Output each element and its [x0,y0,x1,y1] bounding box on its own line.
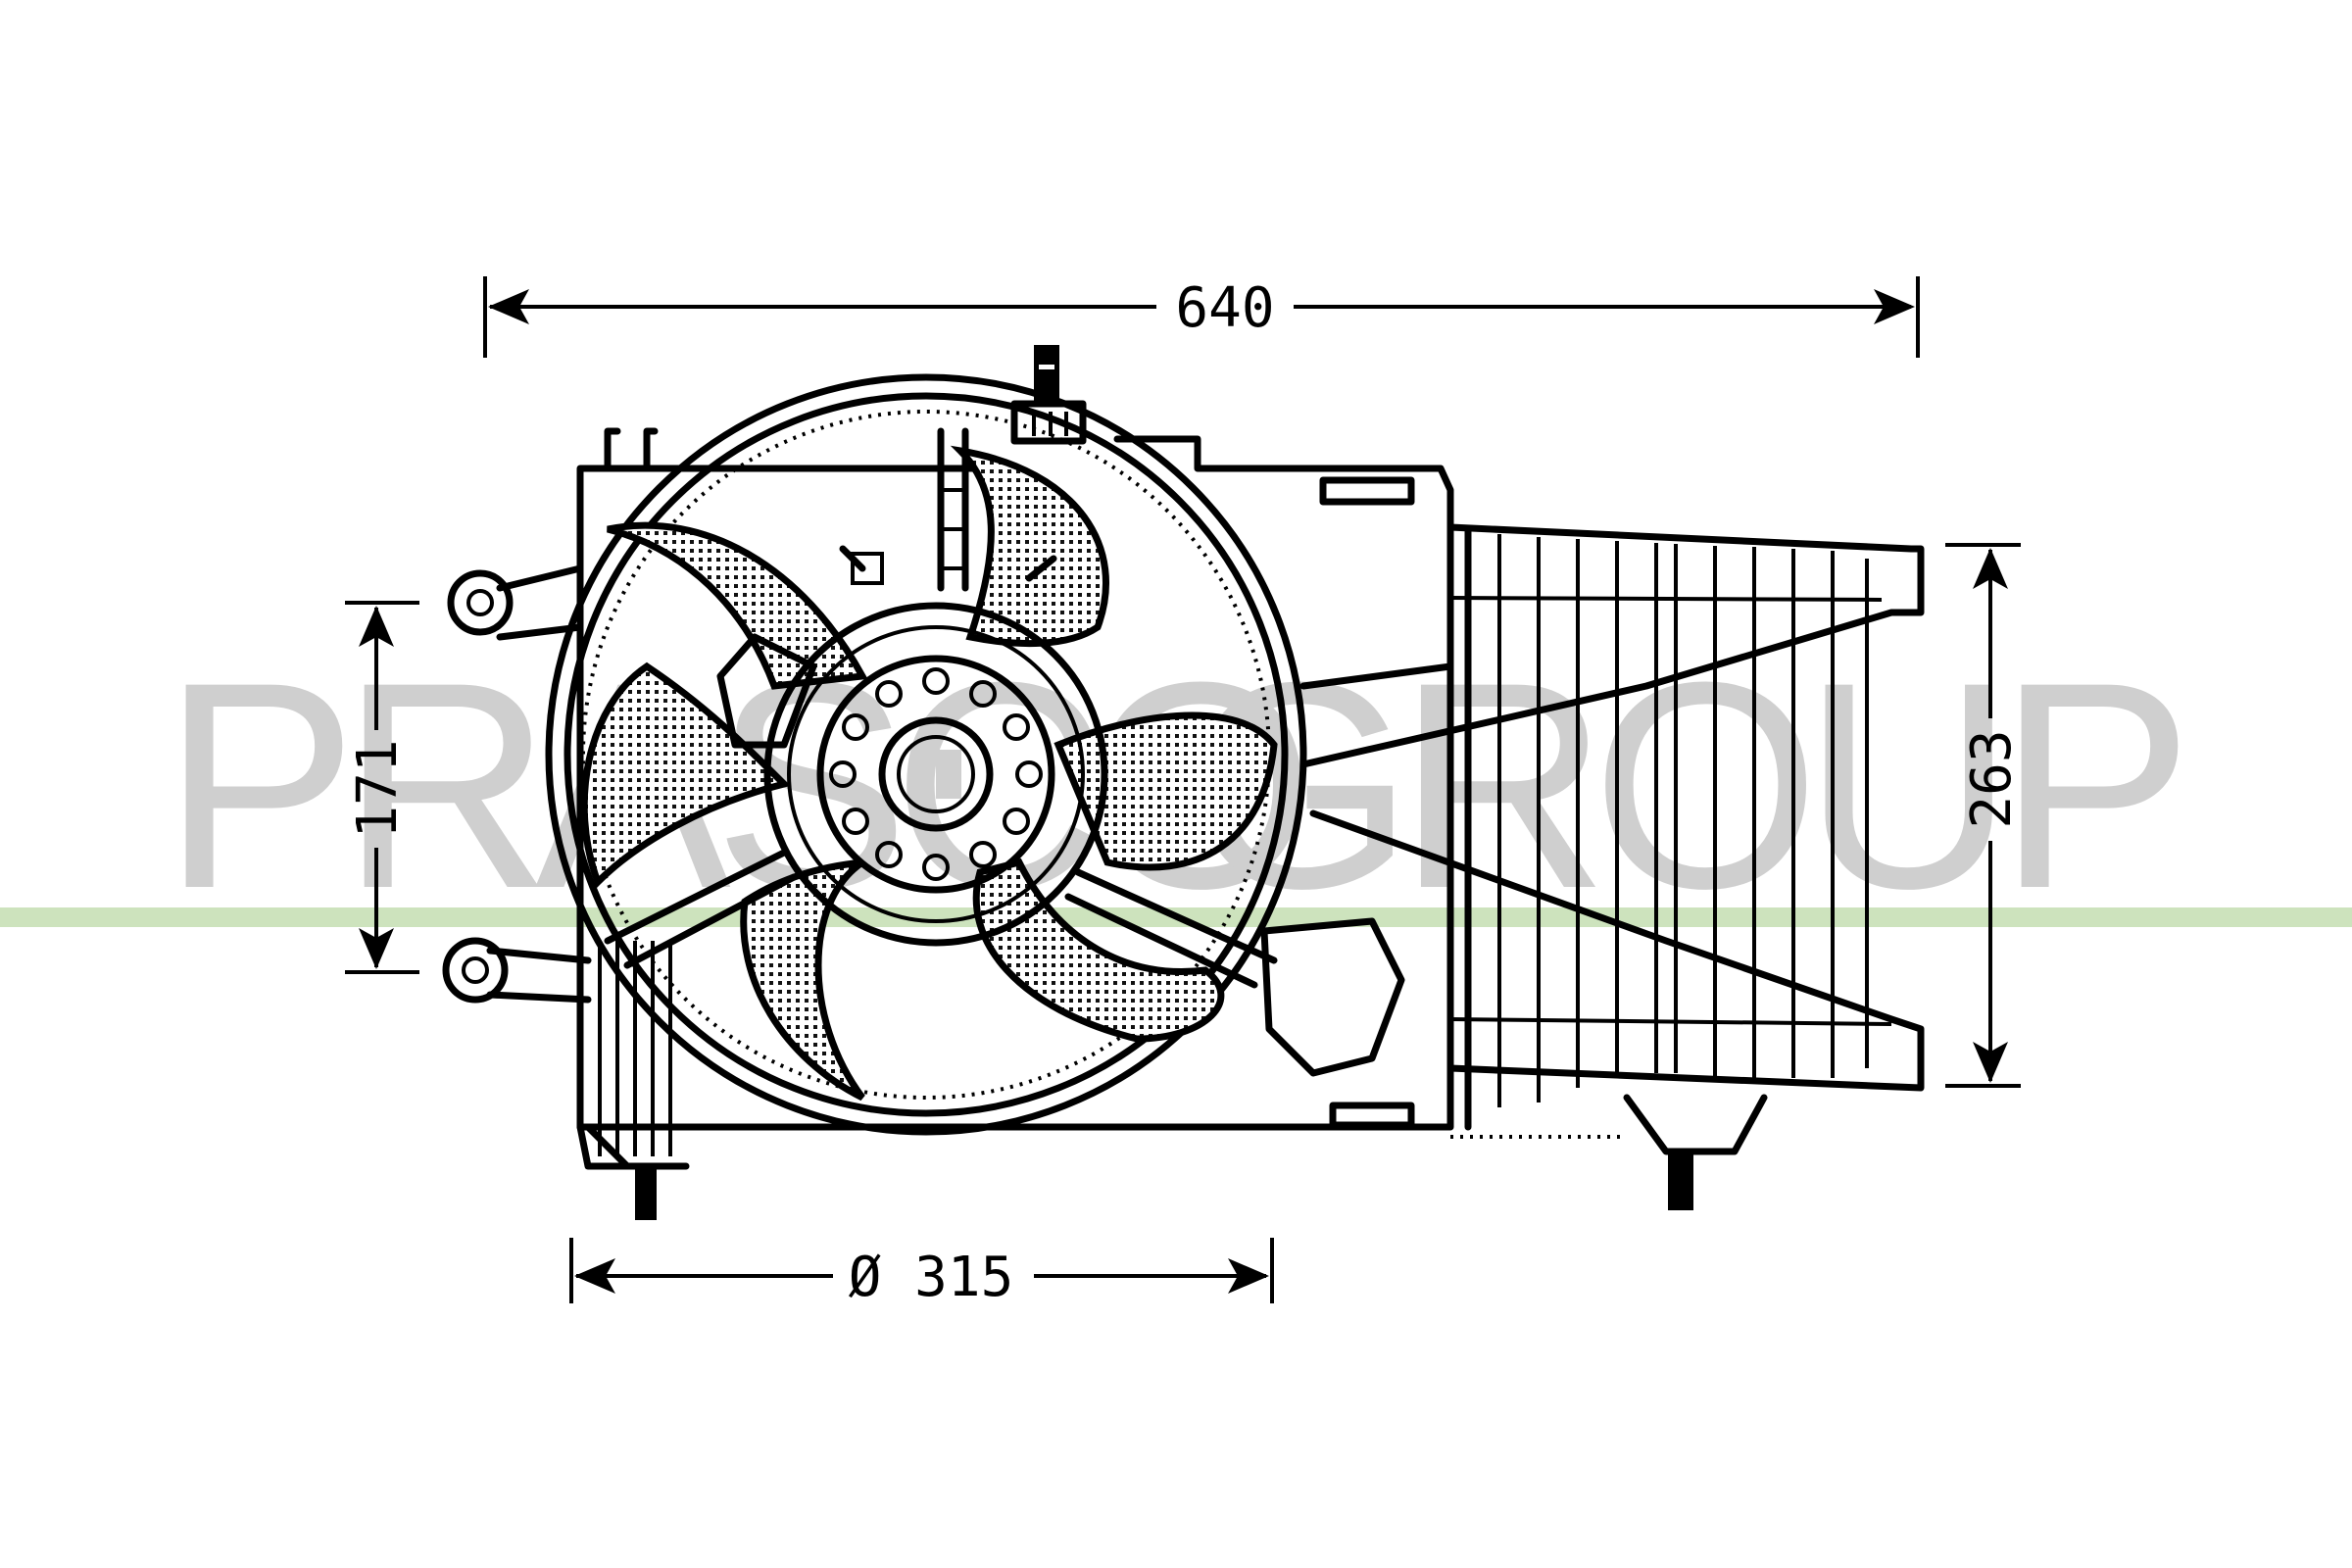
dimension-overall-height: 263 [1945,543,2024,1088]
bottom-left-stud [635,1166,657,1220]
fan-blade-6 [580,662,791,889]
dimension-label-263: 263 [1960,729,2024,828]
fan-hub [763,602,1108,947]
hub-holes [829,667,1043,881]
fan-blade-1 [607,521,868,690]
top-connector [1010,345,1087,445]
dimension-label-640: 640 [1175,276,1274,340]
dimension-fan-diameter: Ø 315 [569,1238,1274,1309]
dimension-mount-spacing: 171 [345,601,419,974]
motor-plug [716,552,884,749]
dimension-label-diameter-315: Ø 315 [849,1246,1014,1309]
fan-blades [580,445,1278,1102]
bottom-right-stud [1668,1152,1693,1210]
right-bracket [1299,523,1925,1210]
watermark-text-right: GROUP [1186,620,2181,950]
dimension-overall-width: 640 [483,276,1920,358]
fan-blade-3 [1054,711,1278,871]
upper-left-lug [447,564,584,641]
fan-shroud [576,427,1454,1170]
bracket-ribs [1464,525,1869,1131]
resistor-pack [1260,917,1405,1077]
dimension-label-171: 171 [346,739,410,838]
fan-blade-2 [950,445,1109,648]
lower-left-lug [442,937,592,1004]
